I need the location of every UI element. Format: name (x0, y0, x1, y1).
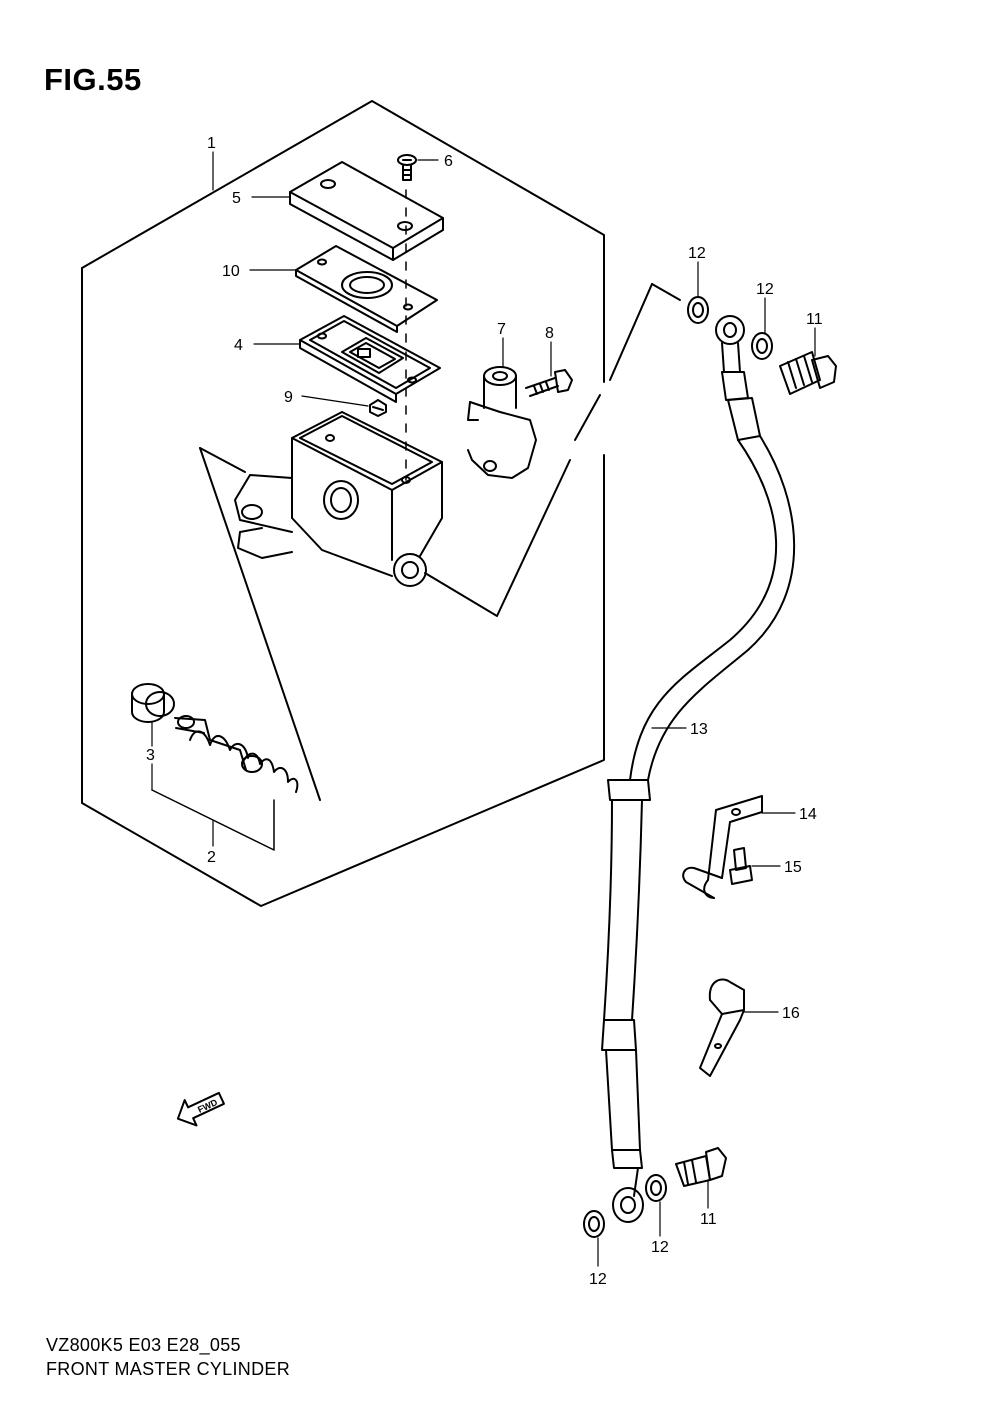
callout-4: 4 (234, 337, 243, 354)
callout-16: 16 (782, 1005, 800, 1022)
callout-11-bottom: 11 (700, 1211, 717, 1228)
callout-labels: 1 2 3 4 5 6 7 8 9 10 11 11 12 12 12 12 1… (146, 135, 823, 1288)
callout-10: 10 (222, 263, 240, 280)
banjo-bolt-part-11 (675, 351, 837, 1187)
assembly-boundary (81, 100, 605, 907)
hose-clamp-part-14 (682, 795, 763, 899)
callout-5: 5 (232, 190, 241, 207)
callout-3: 3 (146, 747, 155, 764)
callout-7: 7 (497, 321, 506, 338)
callout-11-top: 11 (806, 311, 823, 328)
bolt-part-15 (729, 847, 753, 885)
screw-part-6 (397, 154, 417, 181)
callout-13: 13 (690, 721, 708, 738)
callout-8: 8 (545, 325, 554, 342)
washers-part-12 (583, 296, 773, 1238)
piston-assembly-part-2 (131, 683, 299, 793)
bolt-part-8 (525, 369, 573, 397)
lever-bracket-part-7 (467, 366, 537, 479)
callout-12-top-left: 12 (688, 245, 706, 262)
callout-bracket-2 (151, 789, 275, 851)
callout-6: 6 (444, 153, 453, 170)
callout-9: 9 (284, 389, 293, 406)
figure-title: FIG.55 (44, 62, 142, 97)
callout-2: 2 (207, 849, 216, 866)
callout-1: 1 (207, 135, 216, 152)
fwd-arrow-icon: FWD (176, 1091, 225, 1127)
figure-name: FRONT MASTER CYLINDER (46, 1359, 290, 1379)
small-screw-part-9 (369, 399, 387, 417)
callout-12-top-right: 12 (756, 281, 774, 298)
model-code: VZ800K5 E03 E28_055 (46, 1335, 241, 1355)
master-cylinder-body (234, 411, 443, 587)
reservoir-cap-part-5 (289, 161, 444, 261)
plate-part-10 (295, 245, 438, 333)
callout-12-bottom-right: 12 (651, 1239, 669, 1256)
brake-hose-part-13 (601, 315, 796, 1223)
callout-12-bottom-left: 12 (589, 1271, 607, 1288)
leader-lines (151, 151, 816, 1267)
diaphragm-part-4 (299, 315, 441, 403)
callout-14: 14 (799, 806, 817, 823)
hose-bracket-lines (609, 283, 681, 381)
mount-bracket-part-16 (699, 978, 745, 1077)
callout-15: 15 (784, 859, 802, 876)
